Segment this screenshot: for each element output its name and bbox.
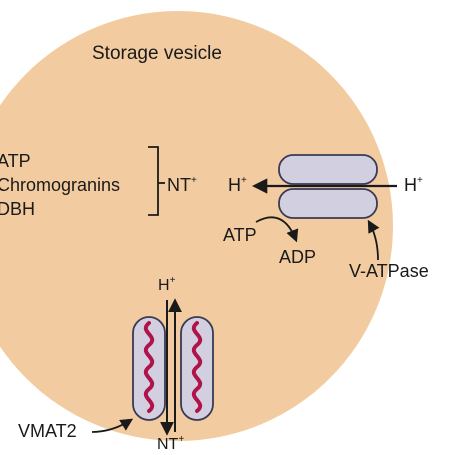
v-atpase-adp: ADP bbox=[279, 247, 317, 267]
contents-item-atp: ATP bbox=[0, 151, 31, 171]
vmat2-left-helix bbox=[143, 321, 155, 413]
vmat2-right-helix bbox=[191, 321, 203, 413]
atp-to-adp-arrow bbox=[255, 216, 299, 243]
v-atpase-name: V-ATPase bbox=[349, 261, 429, 281]
vmat2-h-top: H+ bbox=[158, 274, 176, 294]
vmat2-nt-bottom: NT+ bbox=[157, 433, 185, 453]
v-atpase-pointer-arrow bbox=[367, 219, 380, 261]
contents-item-dbh: DBH bbox=[0, 199, 36, 219]
vmat2-name: VMAT2 bbox=[18, 421, 77, 441]
storage-vesicle bbox=[0, 11, 393, 441]
v-atpase-lower-subunit bbox=[278, 188, 378, 219]
v-atpase-h-right: H+ bbox=[404, 175, 423, 195]
v-atpase-upper-subunit bbox=[278, 154, 378, 185]
contents-item-chromogranins: Chromogranins bbox=[0, 175, 121, 195]
contents-nt-label: NT+ bbox=[167, 175, 197, 195]
contents-bracket bbox=[148, 146, 159, 216]
v-atpase-h-left: H+ bbox=[228, 175, 247, 195]
vesicle-title: Storage vesicle bbox=[92, 43, 222, 64]
vmat2-pointer-arrow bbox=[91, 418, 134, 433]
v-atpase-atp: ATP bbox=[223, 225, 257, 245]
